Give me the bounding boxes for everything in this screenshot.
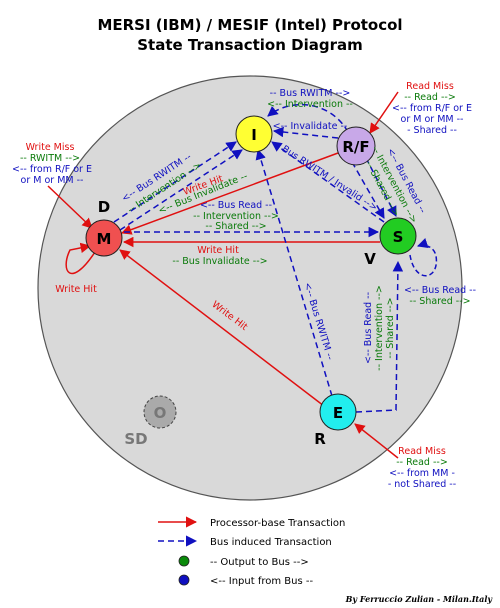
legend-input-text: <-- Input from Bus -- xyxy=(210,576,313,587)
label-readmiss-e-2: -- Read --> xyxy=(396,457,448,468)
edge-rf-i-invalidate xyxy=(272,126,339,139)
label-top-intervention: <-- Intervention -- xyxy=(267,99,353,110)
node-e-label: E xyxy=(333,404,343,422)
background-circle xyxy=(37,75,463,501)
label-readmiss-rf-4: or M or MM -- xyxy=(401,114,464,125)
legend-processor-text: Processor-base Transaction xyxy=(210,518,345,529)
label-es-bus-read: <-- Bus Read -- xyxy=(363,292,374,364)
label-s-self-bus-read: <-- Bus Read -- xyxy=(404,285,476,296)
node-rf-label: R/F xyxy=(342,138,369,156)
label-readmiss-rf-1: Read Miss xyxy=(406,81,454,92)
label-writemiss-3: <-- from R/F or E xyxy=(12,164,92,175)
node-o-label: O xyxy=(154,404,167,422)
label-top-bus-rwitm: -- Bus RWITM --> xyxy=(270,88,351,99)
edge-m-self-loop xyxy=(65,242,96,275)
title-line-1: MERSI (IBM) / MESIF (Intel) Protocol xyxy=(97,16,402,34)
label-ms-intervention: -- Intervention --> xyxy=(193,211,279,222)
label-writemiss-2: -- RWITM --> xyxy=(20,153,80,164)
edge-e-m-write-hit xyxy=(119,249,325,407)
legend-bus-text: Bus induced Transaction xyxy=(210,537,332,548)
edge-rf-i-arc xyxy=(267,104,349,133)
label-m-self-write-hit: Write Hit xyxy=(55,284,97,295)
edge-write-miss xyxy=(47,185,93,229)
label-sm-write-hit: Write Hit xyxy=(197,245,239,256)
credit-text: By Ferruccio Zulian - Milan.Italy xyxy=(345,594,494,604)
edge-read-miss-e xyxy=(354,423,399,459)
node-e-circle xyxy=(319,393,357,431)
label-readmiss-rf-3: <-- from R/F or E xyxy=(392,103,472,114)
state-letter-d: D xyxy=(98,198,110,216)
legend-input-dot xyxy=(178,574,190,586)
label-s-self-shared: -- Shared --> xyxy=(409,296,470,307)
node-s-label: S xyxy=(393,228,404,246)
label-readmiss-e-3: <-- from MM - xyxy=(389,468,455,479)
label-writemiss-4: or M or MM -- xyxy=(21,175,84,186)
label-readmiss-e-1: Read Miss xyxy=(398,446,446,457)
node-i-circle xyxy=(235,115,273,153)
node-i-label: I xyxy=(251,126,257,144)
edge-rf-m-write-hit xyxy=(121,152,339,235)
edge-m-i-bus-rwitm xyxy=(113,141,237,223)
edge-rf-s-1 xyxy=(351,161,385,219)
node-rf-circle xyxy=(336,126,376,166)
label-ms-bus-read: <-- Bus Read -- xyxy=(200,200,272,211)
label-readmiss-rf-2: -- Read --> xyxy=(404,92,456,103)
edge-s-self-loop xyxy=(409,238,438,277)
legend-output-dot xyxy=(178,555,190,567)
state-letter-r: R xyxy=(314,430,326,448)
label-readmiss-e-4: - not Shared -- xyxy=(388,479,456,490)
node-m-label: M xyxy=(97,230,112,248)
state-letter-v: V xyxy=(364,250,376,268)
edge-read-miss-rf xyxy=(369,91,399,134)
edge-s-i-rwitm xyxy=(271,141,385,223)
edge-e-s-bus-read xyxy=(355,260,404,413)
label-es-shared: -- Shared --> xyxy=(385,297,396,358)
node-o-circle xyxy=(143,395,177,429)
label-sm-bus-invalidate: -- Bus Invalidate --> xyxy=(172,256,267,267)
label-readmiss-rf-5: - Shared -- xyxy=(407,125,457,136)
legend-output-text: -- Output to Bus --> xyxy=(210,557,309,568)
label-es-intervention: -- Intervention --> xyxy=(374,285,385,371)
node-s-circle xyxy=(379,217,417,255)
edge-e-i-bus-rwitm xyxy=(255,148,333,397)
title-line-2: State Transaction Diagram xyxy=(137,36,363,54)
node-m-circle xyxy=(85,219,123,257)
label-writemiss-1: Write Miss xyxy=(26,142,75,153)
state-letter-sd: SD xyxy=(124,430,147,448)
label-top-invalidate: <-- Invalidate -- xyxy=(273,121,348,132)
label-ms-shared: -- Shared --> xyxy=(205,221,266,232)
edge-m-i-invalidate xyxy=(119,149,243,231)
edge-rf-s-2 xyxy=(365,157,397,217)
